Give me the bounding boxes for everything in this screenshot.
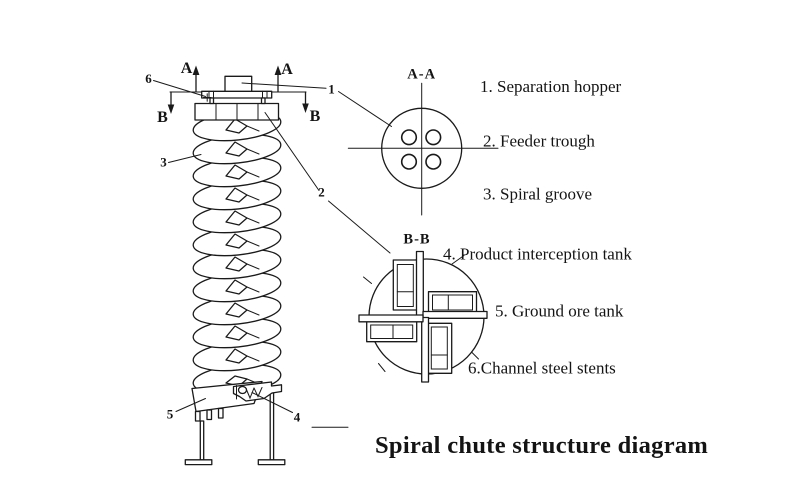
stand-foot-right [257,459,286,466]
tank-tab [206,409,213,421]
callout-6: 6 [145,71,152,86]
callout-1: 1 [328,82,335,97]
bb-pinwheel [358,250,488,383]
channel-box-bottom-inner [430,326,448,370]
steel-bar-left [358,314,424,323]
marker-a-right: A [281,61,293,78]
steel-bar-top [415,250,424,317]
steel-bar-bottom [421,316,430,383]
marker-b-left: B [157,109,168,126]
plate-post [209,97,215,105]
legend-item-6: 6.Channel steel stents [468,359,616,378]
spiral-turn [192,271,282,303]
plate-post [260,97,266,105]
section-bb-view: B-B [358,232,488,383]
tank-tab [194,410,201,422]
channel-box-bottom [427,322,453,374]
section-bb-label: B-B [403,232,430,248]
section-aa-view: A-A [347,67,499,216]
tank-tab [217,407,224,419]
callout-4: 4 [294,410,301,425]
bolt-hole [425,153,442,170]
feeder-trough-row [194,102,280,121]
leader-2a [264,112,320,191]
bb-tick-marks [363,255,479,372]
callout-2: 2 [318,185,325,200]
stand-foot-left [184,459,213,466]
product-interception-tank [232,381,283,402]
legend-item-5: 5. Ground ore tank [495,302,624,321]
spiral-turn [192,317,282,349]
legend-item-3: 3. Spiral groove [483,185,592,204]
arrow-b-right-head [302,103,309,113]
legend-item-1: 1. Separation hopper [480,77,621,96]
arrow-a-right-head [274,65,282,75]
section-aa-label: A-A [407,67,436,83]
steel-bar-right [422,310,488,319]
spiral-turn [192,202,282,234]
leader-4 [251,392,293,413]
callouts: 6 1 2 3 5 4 [145,71,392,425]
leader-3 [168,154,202,163]
spiral-groove [192,110,282,395]
tank-spout [237,385,248,395]
channel-box-left-inner [370,324,414,339]
bolt-cross-mark [203,93,212,102]
bolt-hole [400,129,418,146]
bolt-hole [400,153,418,170]
marker-a-left: A [181,60,193,77]
leader-2b [328,200,391,254]
spiral-turn [192,133,282,165]
main-elevation-view: A A B B [145,60,392,466]
arrow-b-left-head [167,104,175,114]
section-cut-markers: A A B B [157,60,321,126]
leader-1a [241,82,327,89]
channel-box-top-inner [396,264,414,307]
spiral-turn [192,294,282,326]
legend-item-2: 2. Feeder trough [483,132,595,151]
bolt-hole [425,129,442,146]
spiral-turn [192,156,282,188]
legend-item-4: 4. Product interception tank [443,245,632,264]
callout-5: 5 [167,407,174,422]
stand [184,392,286,466]
top-plate [201,90,273,105]
leader-6 [153,80,206,97]
marker-b-right: B [310,108,321,125]
channel-box-right-inner [432,294,473,311]
leader-5 [175,398,206,412]
leader-1b [338,91,392,127]
callout-3: 3 [160,155,167,170]
arrow-a-left-head [192,65,200,75]
stand-leg-left [199,420,205,461]
page-title: Spiral chute structure diagram [375,432,708,459]
aa-outer-circle [381,107,463,189]
legend: 1. Separation hopper 2. Feeder trough 3.… [443,77,632,378]
